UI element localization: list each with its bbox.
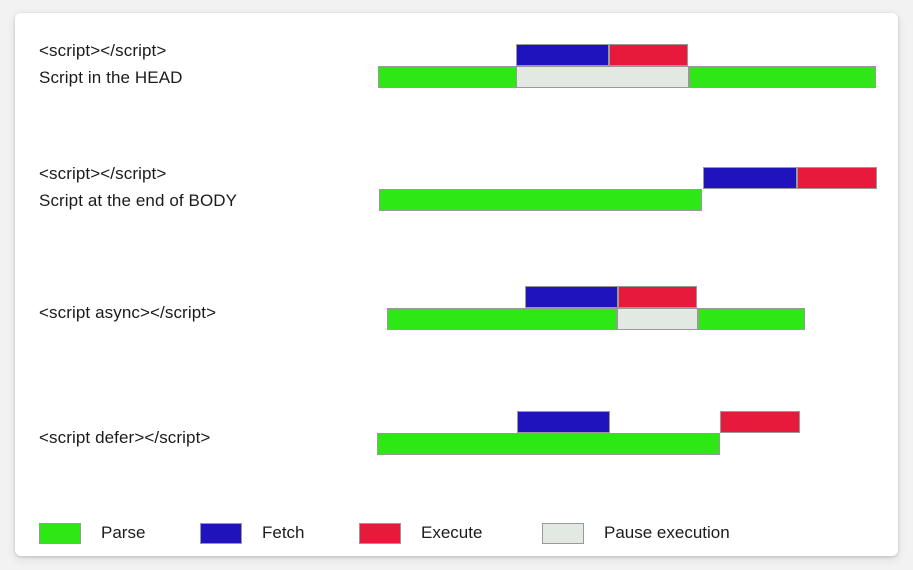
timeline-track [15,154,898,216]
timeline-rows: <script></script> Script in the HEAD <sc… [15,13,898,556]
segment-fetch [525,286,618,308]
legend-item-pause: Pause execution [542,510,730,556]
legend-swatch-execute [359,522,401,544]
segment-parse [689,66,876,88]
timeline-row-script-head: <script></script> Script in the HEAD [15,31,898,93]
row-label-line: Script at the end of BODY [39,191,238,210]
legend-swatch-fetch [200,522,242,544]
segment-execute [609,44,688,66]
segment-parse [387,308,617,330]
segment-execute [720,411,800,433]
legend-swatch-pause [542,522,584,544]
segment-fetch [517,411,610,433]
row-label-script-defer: <script defer></script> [39,424,369,451]
legend-item-fetch: Fetch [200,510,305,556]
legend-item-execute: Execute [359,510,482,556]
timeline-track [15,405,898,467]
row-label-line: <script async></script> [39,303,217,322]
segment-parse [379,189,702,211]
legend-label: Parse [101,523,146,542]
legend-label: Fetch [262,523,305,542]
timeline-row-script-body-end: <script></script> Script at the end of B… [15,154,898,216]
row-label-script-async: <script async></script> [39,299,369,326]
segment-parse [377,433,720,455]
legend: Parse Fetch Execute Pause execution [15,510,898,556]
row-label-script-head: <script></script> Script in the HEAD [39,37,369,91]
timeline-track [15,31,898,93]
segment-parse [378,66,517,88]
timeline-row-script-defer: <script defer></script> [15,405,898,467]
row-label-line: <script></script> [39,164,167,183]
legend-item-parse: Parse [39,510,145,556]
segment-execute [797,167,877,189]
segment-fetch [703,167,797,189]
segment-pause [516,66,689,88]
timeline-track [15,280,898,342]
diagram-card: <script></script> Script in the HEAD <sc… [15,13,898,556]
segment-pause [617,308,698,330]
segment-execute [618,286,697,308]
row-label-line: Script in the HEAD [39,68,183,87]
segment-fetch [516,44,609,66]
legend-label: Pause execution [604,523,730,542]
legend-label: Execute [421,523,483,542]
legend-swatch-parse [39,522,81,544]
timeline-row-script-async: <script async></script> [15,280,898,342]
segment-parse [698,308,805,330]
row-label-script-body-end: <script></script> Script at the end of B… [39,160,369,214]
row-label-line: <script></script> [39,41,167,60]
row-label-line: <script defer></script> [39,428,211,447]
